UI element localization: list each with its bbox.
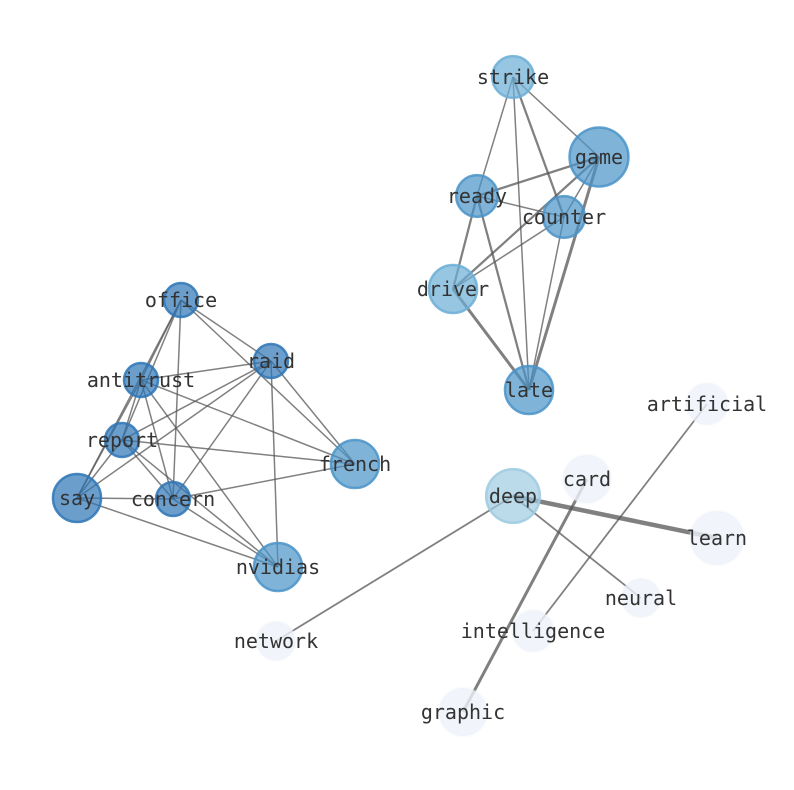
node-label-artificial: artificial [647,392,767,416]
node-label-driver: driver [417,277,489,301]
node-nvidias[interactable] [252,541,304,593]
node-label-report: report [86,428,158,452]
node-learn[interactable] [688,509,746,567]
node-antitrust[interactable] [122,361,160,399]
node-label-strike: strike [477,65,549,89]
edge-game-driver [452,156,600,290]
edge-raid-report [121,360,272,441]
node-raid[interactable] [252,342,290,380]
edge-strike-late [512,76,530,391]
node-label-nvidias: nvidias [236,555,320,579]
edge-counter-late [528,216,565,391]
node-office[interactable] [162,281,200,319]
edge-concern-french [172,463,356,500]
edge-game-late [527,156,601,391]
edge-deep-network [275,495,514,642]
edge-antitrust-nvidias [140,379,279,568]
node-label-network: network [234,629,318,653]
node-card[interactable] [561,453,613,505]
node-label-graphic: graphic [421,700,505,724]
node-strike[interactable] [490,54,536,100]
node-intelligence[interactable] [510,608,556,654]
edge-report-french [121,439,356,465]
node-label-concern: concern [131,487,215,511]
node-game[interactable] [568,126,630,188]
node-label-office: office [145,288,217,312]
edge-say-nvidias [76,497,279,568]
node-neural[interactable] [620,577,662,619]
node-label-neural: neural [605,586,677,610]
node-label-game: game [575,145,623,169]
node-deep[interactable] [484,467,542,525]
node-label-deep: deep [489,484,537,508]
edge-raid-antitrust [140,360,272,381]
node-label-learn: learn [687,526,747,550]
node-label-french: french [319,452,391,476]
edge-report-nvidias [121,439,279,568]
edge-raid-say [76,360,272,499]
node-artificial[interactable] [684,381,730,427]
node-graphic[interactable] [437,686,489,738]
node-concern[interactable] [154,480,192,518]
node-french[interactable] [329,438,381,490]
edge-raid-concern [172,360,272,500]
node-ready[interactable] [454,173,500,219]
node-label-ready: ready [447,184,507,208]
node-label-late: late [505,378,553,402]
node-label-counter: counter [522,205,606,229]
labels-layer: office raid antitrust report french say concer… [59,65,767,724]
edge-antitrust-french [140,379,356,465]
node-label-antitrust: antitrust [87,368,195,392]
node-label-say: say [59,486,95,510]
node-counter[interactable] [541,194,587,240]
edge-antitrust-concern [140,379,174,500]
node-late[interactable] [503,364,555,416]
node-network[interactable] [255,620,297,662]
node-label-intelligence: intelligence [461,619,606,643]
edge-card-graphic [461,478,589,713]
edge-strike-counter [511,76,566,218]
node-label-raid: raid [247,349,295,373]
edge-ready-late [475,195,531,391]
edge-artificial-intelligence [532,403,708,632]
nodes-layer [51,54,746,738]
node-report[interactable] [103,421,141,459]
edge-office-concern [172,299,182,500]
edge-raid-nvidias [270,360,279,568]
node-say[interactable] [51,472,103,524]
node-driver[interactable] [427,263,479,315]
edge-deep-learn [512,493,718,541]
edge-office-french [180,299,356,465]
node-label-card: card [563,467,611,491]
